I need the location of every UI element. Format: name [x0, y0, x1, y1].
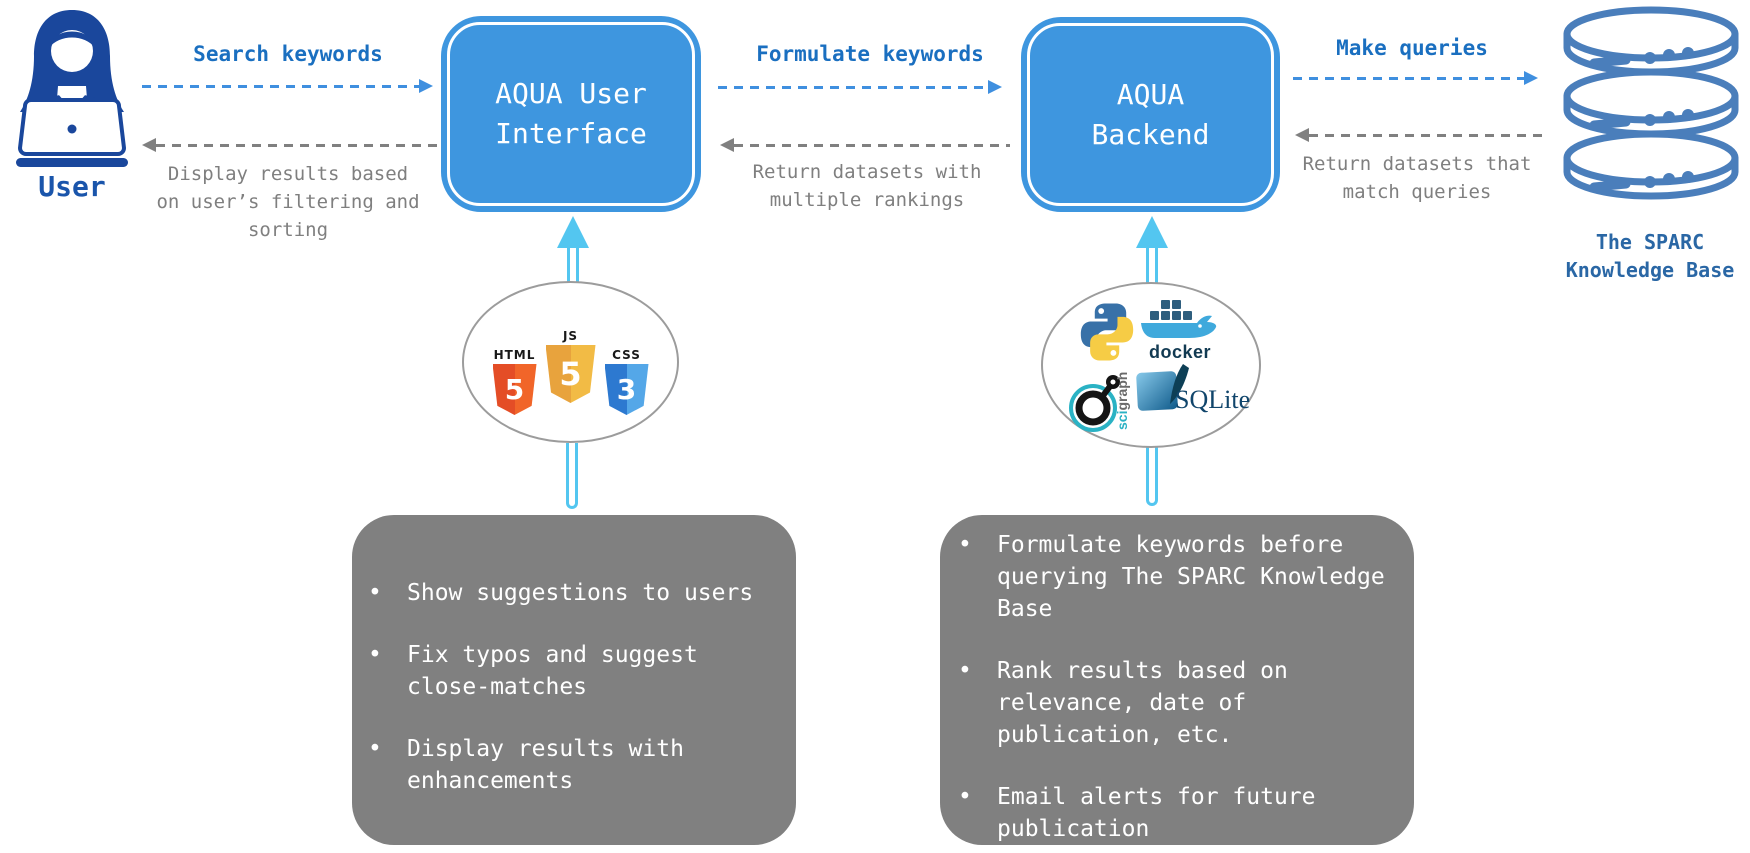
queries-arrow-line	[1293, 77, 1525, 80]
ui-note-item: Fix typos and suggest close-matches	[368, 639, 782, 703]
display-arrow-line	[156, 144, 440, 147]
ui-notes-list: Show suggestions to users Fix typos and …	[368, 577, 782, 797]
backend-notes-box: Formulate keywords before querying The S…	[940, 515, 1414, 845]
queries-arrow-head-icon	[1524, 71, 1538, 85]
docker-logo: docker	[1139, 298, 1221, 363]
css3-shield-icon: 3	[604, 364, 649, 415]
backend-note-item: Email alerts for future publication	[958, 781, 1404, 845]
js-glyph: 5	[559, 355, 582, 393]
flow-formulate-label: Formulate keywords	[756, 42, 984, 66]
backend-stack-arrow-shaft	[1146, 248, 1158, 284]
backend-tech-ellipse: docker scigraph SQLite	[1041, 282, 1261, 448]
user-icon	[16, 10, 128, 167]
python-logo-icon	[1080, 303, 1134, 361]
node-aqua-ui-label: AQUA User Interface	[495, 77, 647, 150]
search-arrow-head-icon	[419, 79, 433, 93]
docker-label: docker	[1148, 342, 1212, 362]
search-arrow-line	[142, 85, 419, 88]
flow-display-line3: sorting	[247, 219, 329, 241]
html5-logo: HTML 5	[492, 348, 537, 415]
formulate-arrow-head-icon	[988, 80, 1002, 94]
sqlite-label: SQLite	[1175, 385, 1250, 414]
backend-stack-arrow-head-icon	[1136, 216, 1168, 248]
backend-notes-list: Formulate keywords before querying The S…	[958, 529, 1404, 845]
flow-rankings-label: Return datasets with multiple rankings	[722, 158, 1012, 214]
frontend-stack-arrow-shaft	[567, 248, 579, 283]
display-arrow-head-icon	[142, 138, 156, 152]
rankings-arrow-line	[734, 144, 1010, 147]
flow-match-label: Return datasets that match queries	[1272, 150, 1562, 206]
rankings-arrow-head-icon	[720, 138, 734, 152]
backend-notes-connector	[1146, 446, 1158, 506]
frontend-notes-connector	[566, 443, 578, 509]
svg-text:scigraph: scigraph	[1114, 372, 1130, 430]
node-aqua-user-interface: AQUA User Interface	[441, 16, 701, 212]
scigraph-label-graph: graph	[1114, 372, 1130, 411]
sqlite-logo-icon: SQLite	[1136, 364, 1250, 414]
flow-rankings-line1: Return datasets with	[752, 161, 982, 183]
css3-logo: CSS 3	[604, 348, 649, 415]
flow-match-line1: Return datasets that	[1302, 153, 1532, 175]
node-aqua-backend: AQUA Backend	[1021, 17, 1280, 212]
formulate-arrow-line	[718, 86, 989, 89]
html5-label: HTML	[493, 348, 536, 362]
node-aqua-backend-label: AQUA Backend	[1091, 77, 1210, 151]
flow-rankings-line2: multiple rankings	[769, 189, 965, 211]
database-icon	[1563, 6, 1739, 200]
css3-glyph: 3	[616, 373, 637, 406]
flow-queries-label: Make queries	[1336, 36, 1488, 60]
ui-notes-box: Show suggestions to users Fix typos and …	[352, 515, 796, 845]
js-shield-icon: 5	[545, 345, 596, 403]
backend-note-item: Rank results based on relevance, date of…	[958, 655, 1404, 751]
html5-glyph: 5	[504, 373, 525, 406]
js-logo: JS 5	[545, 329, 596, 403]
css3-label: CSS	[612, 348, 641, 362]
flow-display-line2: on user’s filtering and	[156, 191, 420, 213]
js-label: JS	[562, 329, 579, 343]
flow-display-label: Display results based on user’s filterin…	[140, 160, 436, 244]
kb-label: The SPARC Knowledge Base	[1565, 230, 1735, 282]
ui-note-item: Display results with enhancements	[368, 733, 782, 797]
frontend-stack-arrow-head-icon	[557, 216, 589, 248]
match-arrow-line	[1309, 134, 1542, 137]
flow-search-label: Search keywords	[193, 42, 383, 66]
html5-shield-icon: 5	[492, 364, 537, 415]
scigraph-logo-icon: scigraph	[1069, 372, 1130, 432]
docker-whale-icon	[1141, 300, 1217, 338]
user-label: User	[38, 170, 106, 203]
scigraph-label-sci: sci	[1114, 411, 1130, 430]
flow-match-line2: match queries	[1342, 181, 1492, 203]
backend-note-item: Formulate keywords before querying The S…	[958, 529, 1404, 625]
ui-note-item: Show suggestions to users	[368, 577, 782, 609]
frontend-tech-ellipse: HTML 5 JS 5 CSS 3	[462, 281, 679, 443]
flow-display-line1: Display results based	[167, 163, 409, 185]
match-arrow-head-icon	[1295, 128, 1309, 142]
